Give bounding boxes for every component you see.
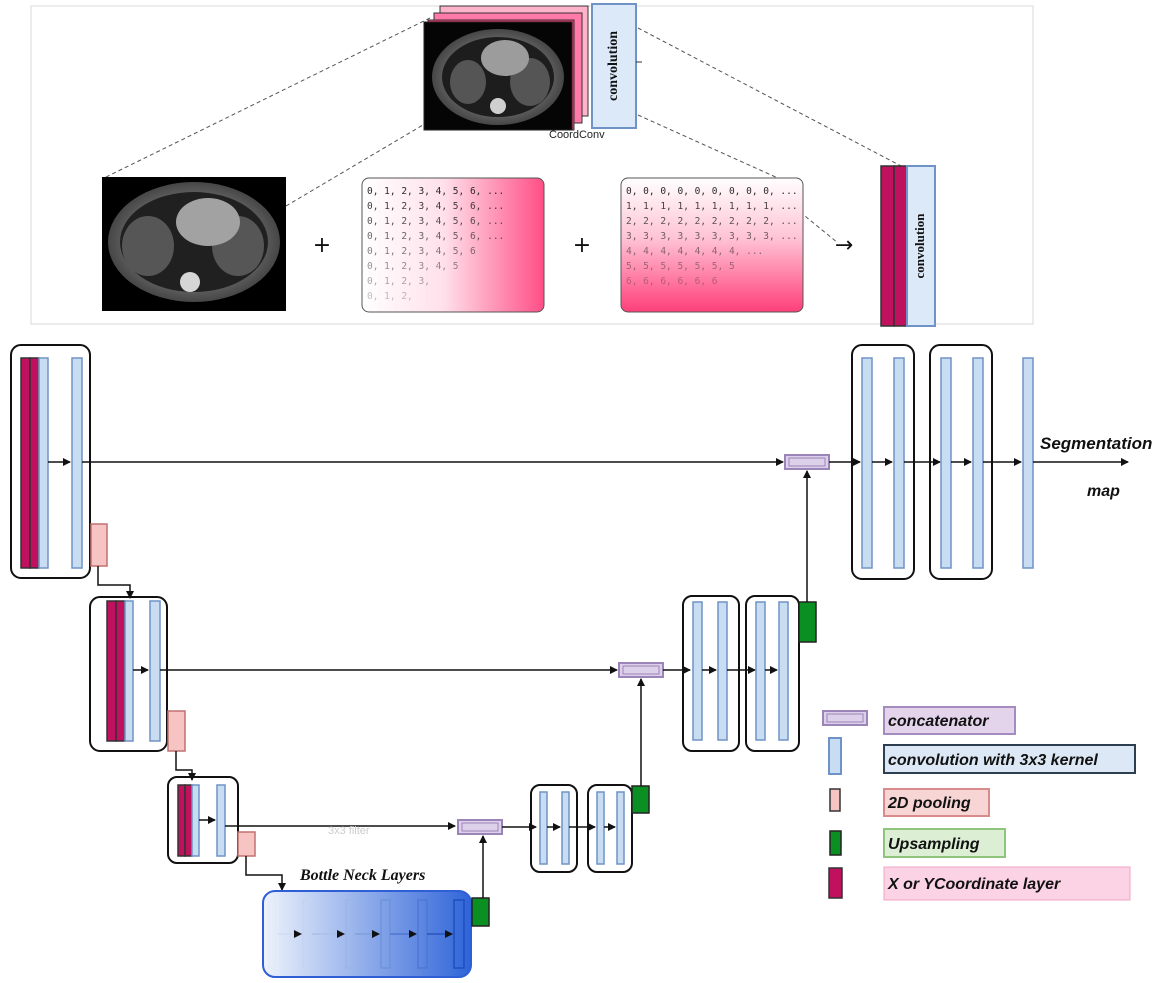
ct-slice-large [102,177,286,311]
bottleneck-label: Bottle Neck Layers [299,867,425,884]
legend-pooling-box [883,788,990,817]
coordconv-panel: convolution CoordConv + 0, 1, 2, 3, 4, 5… [30,3,1034,327]
dashed-guides [103,17,906,244]
legend-upsampling-swatch [829,830,842,856]
legend-conv-box [883,744,1136,774]
encoder-block-2 [89,596,168,752]
x-matrix-row: 0, 1, 2, 3, 4, 5, 6, ... [367,231,504,242]
coord-layer-output [880,165,895,327]
segmentation-label: Segmentation [1040,434,1152,453]
legend: concatenator convolution with 3x3 kernel… [822,706,1136,901]
legend-conv-swatch [828,737,842,775]
conv-layer [692,601,703,741]
coordconv-conv-label: convolution [606,31,621,101]
x-matrix-row: 0, 1, 2, 3, 4, 5, 6 [367,246,476,257]
coordconv-label: CoordConv [549,129,605,141]
decoder-block-3b [587,784,633,873]
decoder-block-2b [745,595,800,752]
y-matrix-row: 6, 6, 6, 6, 6, 6 [626,276,718,287]
legend-item-convolution: convolution with 3x3 kernel [828,737,1136,775]
upsampling-layer [631,785,650,814]
y-matrix-row: 4, 4, 4, 4, 4, 4, 4, ... [626,246,763,257]
conv-layer [149,600,161,742]
coord-layer [29,357,40,569]
y-coordinate-matrix: 0, 0, 0, 0, 0, 0, 0, 0, 0, ... 1, 1, 1, 1… [620,177,804,313]
conv-layer [124,600,134,742]
x-matrix-row: 0, 1, 2, [367,291,413,302]
conv-layer [755,601,766,741]
legend-concatenator-box [883,706,1016,735]
y-matrix-row: 5, 5, 5, 5, 5, 5, 5 [626,261,735,272]
pooling-layer [237,831,256,857]
conv-layer [71,357,83,569]
y-matrix-row: 3, 3, 3, 3, 3, 3, 3, 3, 3, ... [626,231,798,242]
coord-layer [20,357,31,569]
coord-layer-output-2 [893,165,908,327]
coord-layer [115,600,126,742]
conv-layer [561,791,570,865]
legend-pooling-swatch [829,788,841,812]
pooling-layer [167,710,186,752]
legend-coordinate-box [883,866,1131,901]
legend-item-pooling: 2D pooling [829,788,990,817]
conv-layer [616,791,625,865]
legend-upsampling-box [883,828,1006,858]
concatenator [457,819,503,835]
x-matrix-row: 0, 1, 2, 3, 4, 5, 6, ... [367,186,504,197]
coord-layer [184,784,193,857]
pooling-layer [90,523,108,567]
output-conv-block [906,165,936,327]
conv-layer [216,784,226,857]
x-matrix-row: 0, 1, 2, 3, 4, 5 [367,261,459,272]
encoder-block-3 [167,776,239,864]
final-conv-layer [1022,357,1034,569]
x-matrix-row: 0, 1, 2, 3, 4, 5, 6, ... [367,216,504,227]
unet: 3x3 filter Bottle Neck Layers [10,344,1152,978]
conv-layer [717,601,728,741]
faint-filter-label: 3x3 filter [328,825,370,837]
legend-upsampling-label: Upsampling [888,836,980,853]
coord-layer [177,784,186,857]
concatenator [618,662,664,678]
decoder-block-3a [530,784,578,873]
output-conv-label: convolution [912,213,927,279]
conv-layer [539,791,548,865]
legend-conv-label: convolution with 3x3 kernel [888,752,1098,769]
conv-layer [596,791,605,865]
conv-layer [893,357,905,569]
coordconv-conv-block [591,3,637,129]
conv-layer [861,357,873,569]
y-matrix-row: 0, 0, 0, 0, 0, 0, 0, 0, 0, ... [626,186,798,197]
legend-concatenator-swatch [822,710,868,726]
conv-layer [778,601,789,741]
legend-pooling-label: 2D pooling [887,795,971,812]
x-matrix-row: 0, 1, 2, 3, 4, 5, 6, ... [367,201,504,212]
upsampling-layer [798,601,817,643]
conv-layer [38,357,49,569]
conv-layer [191,784,200,857]
legend-coordinate-label: X or YCoordinate layer [887,876,1061,893]
legend-item-concatenator: concatenator [822,706,1016,735]
map-label: map [1087,483,1120,500]
plus-2: + [573,233,591,258]
legend-coordinate-swatch [828,867,843,899]
panel-arrow: → [835,233,853,258]
legend-item-coordinate: X or YCoordinate layer [828,866,1131,901]
x-matrix-row: 0, 1, 2, 3, [367,276,430,287]
concatenator [784,454,830,470]
legend-item-upsampling: Upsampling [829,828,1006,858]
coord-layer [106,600,117,742]
upsampling-layer [471,897,490,927]
x-coordinate-matrix: 0, 1, 2, 3, 4, 5, 6, ... 0, 1, 2, 3, 4, 5… [361,177,545,313]
plus-1: + [313,233,331,258]
decoder-block-2a [682,595,740,752]
legend-concatenator-label: concatenator [888,713,989,730]
conv-layer [940,357,952,569]
coordconv-stack [423,5,589,131]
conv-layer [972,357,984,569]
y-matrix-row: 2, 2, 2, 2, 2, 2, 2, 2, 2, ... [626,216,798,227]
y-matrix-row: 1, 1, 1, 1, 1, 1, 1, 1, 1, ... [626,201,798,212]
